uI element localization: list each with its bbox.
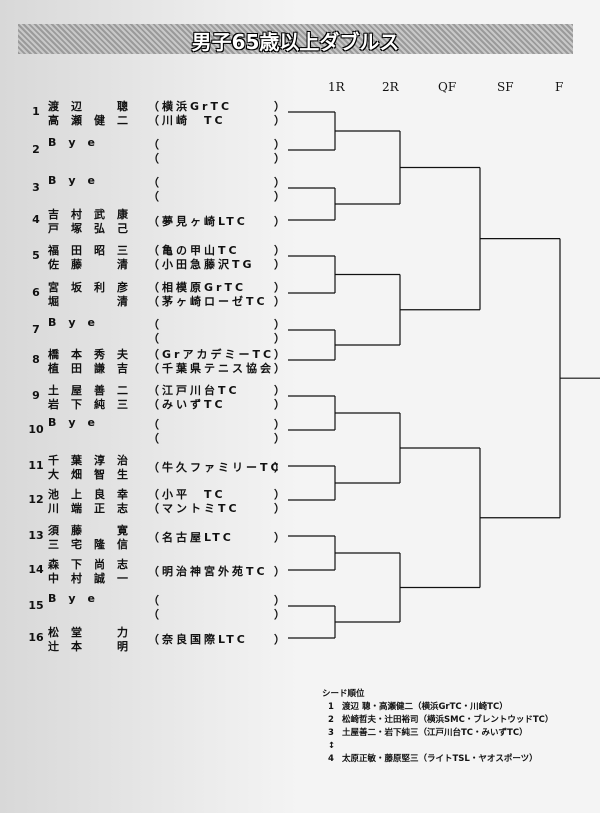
entry-number: 13 xyxy=(28,529,44,542)
club-name: 小田急藤沢TG xyxy=(148,256,288,272)
club-name: 亀の甲山TC xyxy=(148,242,288,258)
seed-row: 3 土屋善二・岩下純三（江戸川台TC・みいずTC） xyxy=(322,727,553,740)
round-sf: SF xyxy=(497,80,514,94)
player-name: 佐藤 清 xyxy=(48,258,140,271)
seed-rank: ↕ xyxy=(328,741,336,751)
club-name xyxy=(148,174,288,190)
player-name: Bye xyxy=(48,592,108,605)
entry-number: 10 xyxy=(28,423,44,436)
player-name: 池上良幸 xyxy=(48,488,140,501)
player-name: 森下尚志 xyxy=(48,558,140,571)
entry-number: 11 xyxy=(28,459,44,472)
club-name xyxy=(148,606,288,622)
club-name: 茅ヶ崎ローゼTC xyxy=(148,293,288,309)
club-name xyxy=(148,188,288,204)
club-name xyxy=(148,316,288,332)
entry-number: 6 xyxy=(32,286,40,299)
seed-rank: 3 xyxy=(328,728,334,738)
club-name: みいずTC xyxy=(148,396,288,412)
player-name: 橋本秀夫 xyxy=(48,348,140,361)
club-name: 奈良国際LTC xyxy=(148,631,288,647)
seed-row: 2 松崎哲夫・辻田裕司（横浜SMC・ブレントウッドTC） xyxy=(322,714,553,727)
club-name: 千葉県テニス協会 xyxy=(148,360,288,376)
player-name: 千葉淳治 xyxy=(48,454,140,467)
entry-number: 16 xyxy=(28,631,44,644)
player-name: 岩下純三 xyxy=(48,398,140,411)
player-name: 土屋善二 xyxy=(48,384,140,397)
entry-number: 1 xyxy=(32,105,40,118)
player-name: 植田謙吉 xyxy=(48,362,140,375)
entry-number: 4 xyxy=(32,213,40,226)
club-name: 横浜GrTC xyxy=(148,98,288,114)
entry-number: 14 xyxy=(28,563,44,576)
club-name: 牛久ファミリーTC xyxy=(148,459,288,475)
seed-rank: 2 xyxy=(328,715,334,725)
seed-text: 松崎哲夫・辻田裕司（横浜SMC・ブレントウッドTC） xyxy=(342,715,554,725)
player-name: 堀 清 xyxy=(48,295,140,308)
club-name: 川崎 TC xyxy=(148,112,288,128)
club-name xyxy=(148,150,288,166)
player-name: 辻本 明 xyxy=(48,640,140,653)
seed-heading: シード順位 xyxy=(322,689,365,699)
club-name xyxy=(148,330,288,346)
seed-rank: 4 xyxy=(328,754,334,764)
player-name: 吉村武康 xyxy=(48,208,140,221)
round-2r: 2R xyxy=(382,80,399,94)
entry-number: 7 xyxy=(32,323,40,336)
player-name: 渡辺 聰 xyxy=(48,100,140,113)
round-1r: 1R xyxy=(328,80,345,94)
page-title: 男子65歳以上ダブルス xyxy=(191,30,400,54)
club-name: マントミTC xyxy=(148,500,288,516)
player-name: Bye xyxy=(48,416,108,429)
entry-number: 3 xyxy=(32,181,40,194)
seed-row: 4 太原正敏・藤原堅三（ライトTSL・ヤオスポーツ） xyxy=(322,753,553,766)
seed-text: 渡辺 聰・高瀬健二（横浜GrTC・川崎TC） xyxy=(342,702,508,712)
title-banner: 男子65歳以上ダブルス xyxy=(18,24,573,54)
seed-row: 1 渡辺 聰・高瀬健二（横浜GrTC・川崎TC） xyxy=(322,701,553,714)
entry-number: 15 xyxy=(28,599,44,612)
club-name xyxy=(148,416,288,432)
seed-text: 土屋善二・岩下純三（江戸川台TC・みいずTC） xyxy=(342,728,528,738)
player-name: 福田昭三 xyxy=(48,244,140,257)
club-name: 名古屋LTC xyxy=(148,529,288,545)
club-name: GrアカデミーTC xyxy=(148,346,288,362)
player-name: 宮坂利彦 xyxy=(48,281,140,294)
player-name: Bye xyxy=(48,316,108,329)
club-name: 小平 TC xyxy=(148,486,288,502)
round-f: F xyxy=(555,80,564,94)
club-name: 相模原GrTC xyxy=(148,279,288,295)
player-name: 松堂 力 xyxy=(48,626,140,639)
club-name: 明治神宮外苑TC xyxy=(148,563,288,579)
player-name: 大畑智生 xyxy=(48,468,140,481)
club-name xyxy=(148,592,288,608)
player-name: 中村誠一 xyxy=(48,572,140,585)
player-name: Bye xyxy=(48,174,108,187)
player-name: 戸塚弘己 xyxy=(48,222,140,235)
entry-number: 2 xyxy=(32,143,40,156)
entry-number: 8 xyxy=(32,353,40,366)
player-name: Bye xyxy=(48,136,108,149)
entry-number: 9 xyxy=(32,389,40,402)
seed-rank: 1 xyxy=(328,702,334,712)
player-name: 川端正志 xyxy=(48,502,140,515)
club-name xyxy=(148,136,288,152)
entry-number: 12 xyxy=(28,493,44,506)
club-name: 夢見ヶ崎LTC xyxy=(148,213,288,229)
entry-number: 5 xyxy=(32,249,40,262)
round-qf: QF xyxy=(438,80,457,94)
club-name: 江戸川台TC xyxy=(148,382,288,398)
player-name: 高瀬健二 xyxy=(48,114,140,127)
player-name: 三宅隆信 xyxy=(48,538,140,551)
seed-list: シード順位 1 渡辺 聰・高瀬健二（横浜GrTC・川崎TC） 2 松崎哲夫・辻田裕司（… xyxy=(322,688,553,766)
player-name: 須藤 寛 xyxy=(48,524,140,537)
club-name xyxy=(148,430,288,446)
seed-row: ↕ xyxy=(322,740,553,753)
seed-text: 太原正敏・藤原堅三（ライトTSL・ヤオスポーツ） xyxy=(342,754,538,764)
